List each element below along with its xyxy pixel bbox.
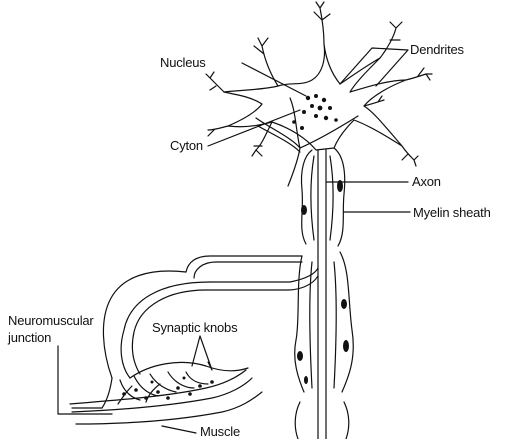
synaptic-knob	[156, 390, 160, 394]
label-myelin-sheath: Myelin sheath	[413, 205, 491, 220]
dendrite-lower-left	[208, 126, 228, 136]
myelin-segment-2	[295, 252, 354, 392]
schwann-nucleus	[297, 351, 303, 361]
cyton-outline	[256, 98, 358, 186]
nucleus-dot	[334, 118, 338, 122]
dendrite-right	[406, 68, 432, 80]
label-neuromuscular-line2: junction	[8, 330, 51, 345]
synaptic-knob	[122, 392, 126, 396]
muscle-surface	[70, 370, 262, 424]
nucleus-dot	[306, 96, 310, 100]
nucleus-dot	[292, 120, 296, 124]
synaptic-knob	[188, 392, 192, 396]
nucleus-dot	[302, 110, 306, 114]
synaptic-knob	[166, 396, 170, 400]
schwann-nucleus	[337, 180, 343, 192]
schwann-nucleus	[304, 376, 308, 384]
nucleus-pointer	[242, 63, 306, 96]
label-axon: Axon	[412, 174, 441, 189]
synaptic-knob	[198, 384, 202, 388]
label-dendrites: Dendrites	[410, 42, 464, 57]
nucleus-dot	[328, 106, 332, 110]
label-nucleus: Nucleus	[160, 55, 206, 70]
synaptic-knob	[176, 386, 180, 390]
axon-core	[318, 150, 326, 439]
synaptic-knob	[183, 377, 186, 380]
synaptic-knob	[134, 388, 138, 392]
schwann-nucleus	[341, 299, 347, 309]
nucleus-dot	[300, 126, 304, 130]
synaptic-knob	[144, 396, 148, 400]
label-muscle: Muscle	[200, 424, 240, 439]
myelin-segment-1-inner	[311, 156, 333, 240]
nucleus-dot	[322, 98, 326, 102]
nucleus-dot	[324, 116, 328, 120]
synaptic-knob	[151, 381, 154, 384]
dendrite-upper-right	[380, 22, 402, 58]
myelin-segment-3	[295, 402, 349, 439]
label-neuromuscular-line1: Neuromuscular	[8, 313, 94, 328]
dendrite-left	[206, 72, 224, 92]
nucleus-dot	[318, 106, 323, 111]
schwann-nucleus	[343, 340, 349, 352]
label-synaptic-knobs: Synaptic knobs	[152, 320, 237, 335]
dendrite-top	[314, 2, 330, 44]
muscle-pointer	[162, 426, 196, 433]
label-cyton: Cyton	[170, 138, 203, 153]
nucleus-dot	[314, 94, 318, 98]
dendrite-upper-left	[254, 38, 278, 86]
synaptic-knob	[210, 380, 214, 384]
nucleus-dot	[310, 104, 314, 108]
schwann-nucleus	[301, 205, 307, 215]
myelin-segment-1	[301, 148, 344, 246]
nucleus-dot	[314, 114, 318, 118]
dendrite-lower-right	[402, 146, 418, 166]
